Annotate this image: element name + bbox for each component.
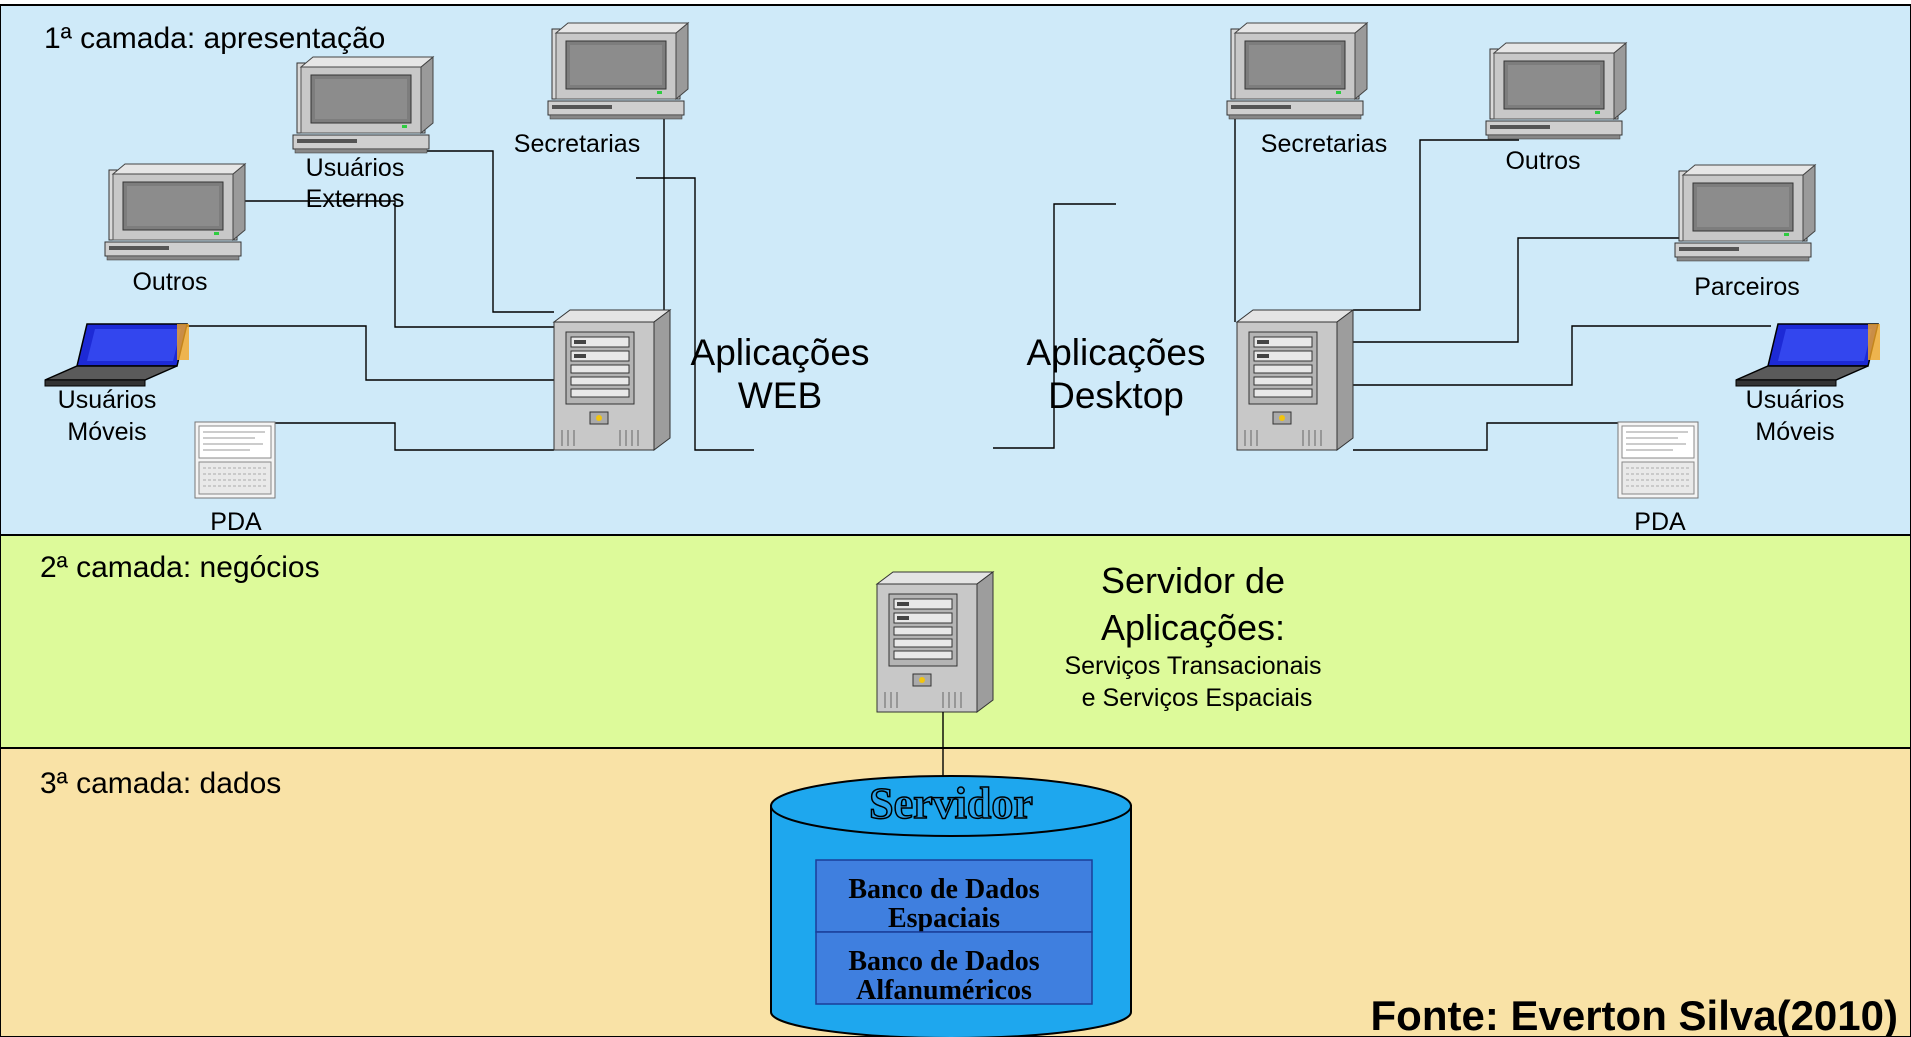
desktop-outros-label: Outros (1505, 147, 1580, 175)
desktop-connection-lines (993, 112, 1771, 451)
desktop-secretarias-label: Secretarias (1261, 130, 1387, 158)
database-server-label: Servidor (869, 779, 1033, 828)
spatial-db-label-2: Espaciais (888, 903, 1000, 934)
cylinder-top (770, 775, 1132, 837)
spatial-db-label-1: Banco de Dados (848, 874, 1039, 905)
app-server-desc-2: e Serviços Espaciais (1082, 684, 1313, 712)
desktop-parceiros-label: Parceiros (1694, 273, 1800, 301)
desktop-server-icon (1236, 309, 1354, 451)
desktop-computer-icon (547, 22, 689, 120)
app-server-desc-1: Serviços Transacionais (1064, 652, 1321, 680)
desktop-computer-icon (1226, 22, 1368, 120)
web-usuarios-externos-label-1: Usuários (306, 154, 405, 182)
web-outros-label: Outros (132, 268, 207, 296)
pda-icon (194, 421, 276, 499)
desktop-computer-icon (1485, 42, 1627, 140)
data-layer-title: 3ª camada: dados (40, 767, 281, 800)
source-caption: Fonte: Everton Silva(2010) (1371, 992, 1898, 1037)
web-usuarios-externos-label-2: Externos (306, 185, 405, 213)
desktop-computer-icon (104, 163, 246, 261)
app-server-title-1: Servidor de (1101, 560, 1285, 601)
web-server-icon (553, 309, 671, 451)
web-connection-lines (176, 112, 754, 451)
pda-icon (1617, 421, 1699, 499)
desktop-usuarios-moveis-label-2: Móveis (1755, 418, 1834, 446)
desktop-computer-icon (292, 56, 434, 154)
web-usuarios-moveis-label-2: Móveis (67, 418, 146, 446)
spatial-db-box (815, 859, 1093, 933)
web-applications-label-1: Aplicações (691, 332, 870, 373)
web-applications-label-2: WEB (738, 375, 822, 416)
application-server-icon (876, 571, 994, 713)
desktop-usuarios-moveis-label-1: Usuários (1746, 386, 1845, 414)
web-secretarias-label: Secretarias (514, 130, 640, 158)
alphanumeric-db-box (815, 931, 1093, 1005)
web-usuarios-moveis-label-1: Usuários (58, 386, 157, 414)
desktop-applications-label-2: Desktop (1048, 375, 1184, 416)
business-layer-title: 2ª camada: negócios (40, 551, 320, 584)
alphanumeric-db-label-2: Alfanuméricos (856, 975, 1032, 1006)
web-pda-label: PDA (210, 508, 262, 536)
presentation-layer-title: 1ª camada: apresentação (44, 22, 385, 55)
desktop-applications-label-1: Aplicações (1027, 332, 1206, 373)
desktop-computer-icon (1674, 164, 1816, 262)
alphanumeric-db-label-1: Banco de Dados (848, 946, 1039, 977)
desktop-pda-label: PDA (1634, 508, 1686, 536)
app-server-title-2: Aplicações: (1101, 607, 1285, 648)
